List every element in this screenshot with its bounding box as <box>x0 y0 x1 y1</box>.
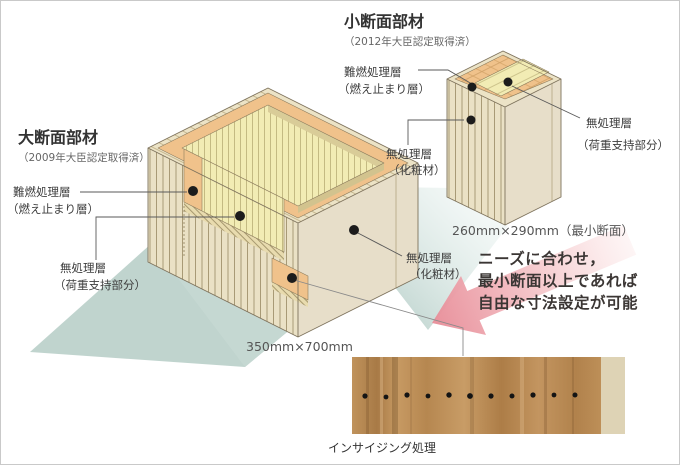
photo-connector <box>293 279 464 356</box>
large-load-layer-label: 無処理層 <box>60 261 106 275</box>
small-load-connector <box>511 85 581 119</box>
front-face-stripes <box>447 79 505 225</box>
small-fire-connector <box>418 69 473 85</box>
connector-lines <box>80 69 581 356</box>
core-top-stripes <box>182 105 384 206</box>
small-fire-layer-label-2: （燃え止まり層） <box>338 82 430 96</box>
large-member-block <box>147 87 419 338</box>
large-finish-connector <box>355 231 403 257</box>
small-finish-layer-label-2: （化粧材） <box>388 163 446 177</box>
marker-dot <box>287 273 297 283</box>
marker-dot <box>503 77 513 87</box>
incising-photo <box>352 357 625 434</box>
notch-outline <box>183 148 285 253</box>
large-member-certification: （2009年大臣認定取得済） <box>18 151 150 164</box>
labels: 小断面部材 （2012年大臣認定取得済） 難燃処理層 （燃え止まり層） 無処理層… <box>7 12 669 455</box>
wood-sample-edge <box>601 357 625 434</box>
core-front-stripes <box>202 158 284 252</box>
marker-dot <box>467 82 477 92</box>
small-load-layer-label-2: （荷重支持部分） <box>577 138 669 152</box>
callout-line-1: ニーズに合わせ， <box>478 249 605 268</box>
side-face <box>505 79 561 225</box>
incising-holes <box>362 392 578 400</box>
block-silhouette <box>446 50 562 226</box>
block-inner-edges <box>446 78 562 225</box>
large-finish-layer-label: 無処理層 <box>406 251 452 265</box>
wood-sample-image <box>352 357 601 434</box>
marker-dot <box>235 211 245 221</box>
small-member-title: 小断面部材 <box>344 12 424 31</box>
large-member-dimension: 350mm×700mm <box>246 339 353 354</box>
large-finish-layer-label-2: （化粧材） <box>409 267 467 281</box>
large-fire-layer-label: 難燃処理層 <box>13 185 71 199</box>
step-ledge-hatch <box>272 282 308 307</box>
large-fire-layer-label-2: （燃え止まり層） <box>7 202 99 216</box>
large-load-connector <box>95 216 234 260</box>
callout-line-2: 最小断面以上であれば <box>478 271 638 290</box>
fire-layer-section <box>184 149 202 211</box>
notch-outline <box>271 257 309 301</box>
small-finish-layer-label: 無処理層 <box>386 147 432 161</box>
small-finish-connector <box>407 119 464 145</box>
marker-dots <box>188 77 513 283</box>
marker-dot <box>466 115 476 125</box>
block-inner-edges <box>147 147 419 337</box>
small-member-block <box>446 50 562 226</box>
callout-line-3: 自由な寸法設定が可能 <box>478 293 638 312</box>
large-member-title: 大断面部材 <box>18 128 98 147</box>
hole-back-rim <box>268 105 384 170</box>
photo-caption: インサイジング処理 <box>328 441 436 455</box>
top-detail-outline <box>454 54 554 100</box>
small-fire-layer-label: 難燃処理層 <box>344 65 402 79</box>
small-member-dimension: 260mm×290mm（最小断面） <box>452 223 634 238</box>
block-silhouette <box>147 87 419 338</box>
marker-dot <box>188 186 198 196</box>
hole-right-rim <box>298 163 384 213</box>
end-face <box>298 163 418 337</box>
large-load-layer-label-2: （荷重支持部分） <box>54 278 146 292</box>
marker-dot <box>349 225 359 235</box>
down-left-arrow-icon <box>432 225 637 335</box>
small-load-layer-label: 無処理層 <box>586 116 632 130</box>
small-member-certification: （2012年大臣認定取得済） <box>344 35 476 48</box>
